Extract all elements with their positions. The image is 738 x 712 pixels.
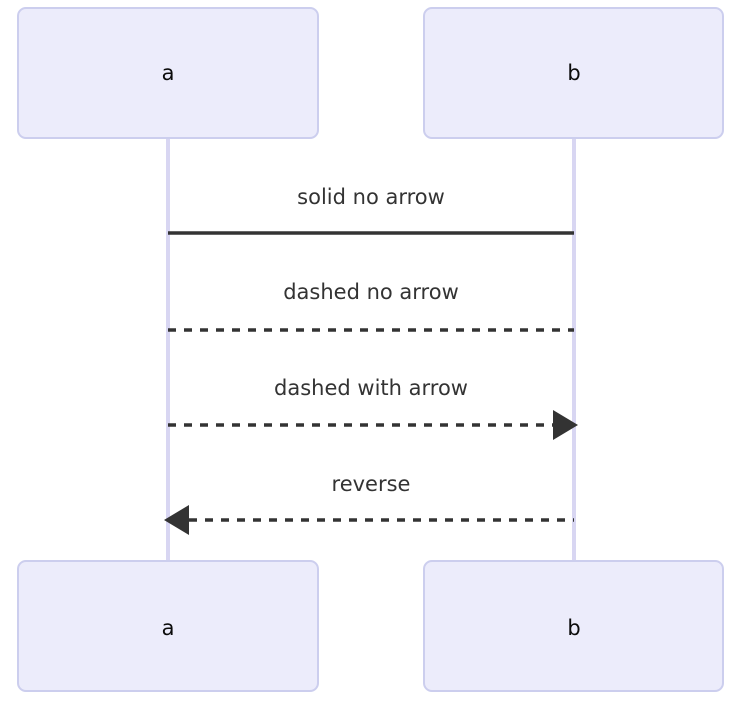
actor-label-bottom-a: a	[162, 616, 175, 640]
message-dashed-no-arrow[interactable]: dashed no arrow	[168, 280, 574, 332]
actor-box-bottom-a[interactable]: a	[17, 560, 319, 692]
actor-box-top-a[interactable]: a	[17, 7, 319, 139]
actor-rect-bottom-a	[17, 560, 319, 692]
actor-box-bottom-b[interactable]: b	[423, 560, 724, 692]
actor-label-bottom-b: b	[567, 616, 580, 640]
actor-box-top-b[interactable]: b	[423, 7, 724, 139]
arrowhead-right-icon	[553, 410, 578, 440]
message-label-reverse: reverse	[332, 472, 411, 496]
message-label-dashed-with-arrow: dashed with arrow	[274, 376, 468, 400]
actor-rect-bottom-b	[423, 560, 724, 692]
arrowhead-left-icon	[164, 505, 189, 535]
message-dashed-with-arrow[interactable]: dashed with arrow	[168, 376, 578, 440]
actor-label-top-b: b	[567, 61, 580, 85]
actor-label-top-a: a	[162, 61, 175, 85]
message-label-dashed-no-arrow: dashed no arrow	[283, 280, 459, 304]
message-solid-no-arrow[interactable]: solid no arrow	[168, 185, 574, 235]
message-reverse[interactable]: reverse	[164, 472, 574, 535]
message-label-solid-no-arrow: solid no arrow	[297, 185, 445, 209]
lifelines-group	[166, 138, 576, 562]
actor-rect-top-b	[423, 7, 724, 139]
actor-rect-top-a	[17, 7, 319, 139]
